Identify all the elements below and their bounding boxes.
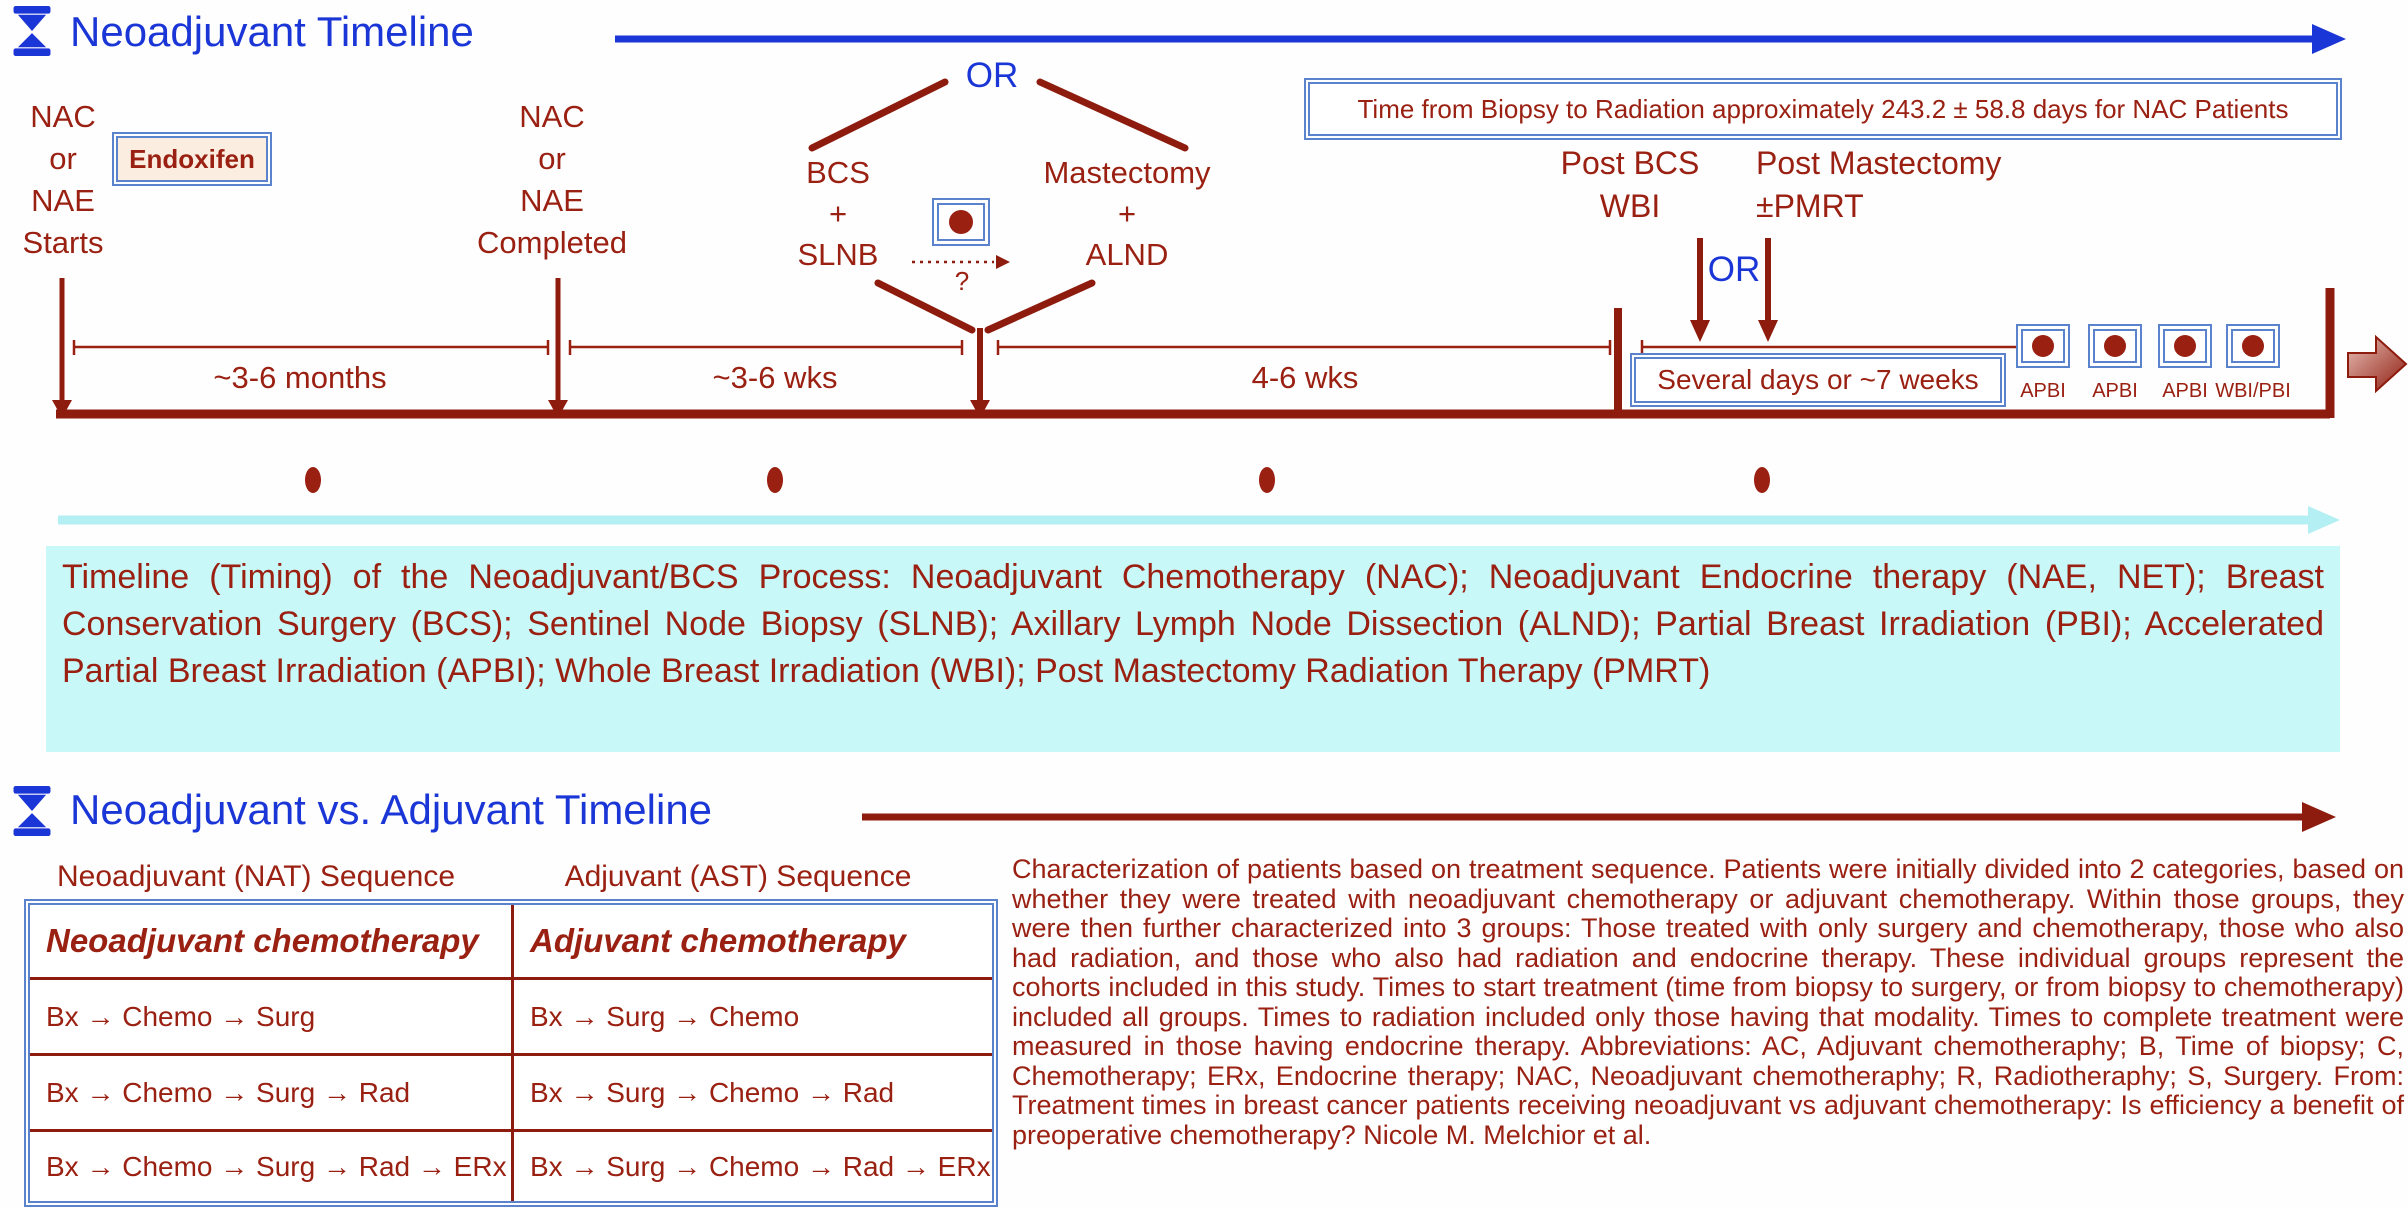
apbi-marker-1: APBI [2004,324,2082,403]
mastectomy-alnd-label: Mastectomy + ALND [1043,155,1211,272]
seed-icon [2158,324,2212,368]
table-cell: Bx → Surg → Chemo → Rad → ERx [514,1129,992,1201]
segment-3-duration: 4-6 wks [1251,360,1359,395]
section2-rule-arrow [862,802,2336,832]
continue-arrow-icon [2347,334,2408,394]
post-mastectomy-label: Post Mastectomy ±PMRT [1756,145,2002,224]
biopsy-to-radiation-box: Time from Biopsy to Radiation approximat… [1304,78,2342,140]
several-days-text: Several days or ~7 weeks [1657,364,1979,395]
seed-icon [2226,324,2280,368]
bcs-slnb-label: BCS + SLNB [797,155,879,272]
nat-sequence-header: Neoadjuvant (NAT) Sequence [57,860,455,893]
biopsy-to-radiation-text: Time from Biopsy to Radiation approximat… [1357,93,2289,124]
table-cell: Bx → Chemo → Surg → Rad [30,1053,514,1129]
or-surgery-label: OR [965,56,1019,95]
section1-title: Neoadjuvant Timeline [70,8,474,55]
apbi-label: APBI [2162,380,2208,402]
nac-starts-label: NAC or NAE Starts [22,99,104,260]
sequence-table: Neoadjuvant chemotherapy Adjuvant chemot… [24,899,998,1207]
wbi-pbi-marker: WBI/PBI [2214,324,2292,403]
apbi-marker-3: APBI [2146,324,2224,403]
milestone-dots [305,467,1770,493]
table-header-cell: Adjuvant chemotherapy [530,922,906,959]
seed-icon [2016,324,2070,368]
hourglass-icon [13,6,51,56]
segment-2-duration: ~3-6 wks [712,360,838,395]
apbi-label: APBI [2020,380,2066,402]
several-days-box: Several days or ~7 weeks [1630,353,2006,407]
ast-sequence-header: Adjuvant (AST) Sequence [564,860,912,893]
table-header-cell: Neoadjuvant chemotherapy [30,905,514,977]
question-label: ? [954,266,970,296]
table-cell: Bx → Surg → Chemo [514,977,992,1053]
apbi-marker-2: APBI [2076,324,2154,403]
table-cell: Bx → Surg → Chemo → Rad [514,1053,992,1129]
apbi-label: APBI [2092,380,2138,402]
seed-icon [2088,324,2142,368]
hourglass-icon [13,786,51,836]
section2-title: Neoadjuvant vs. Adjuvant Timeline [70,786,713,833]
segment-1-duration: ~3-6 months [213,360,387,395]
table-cell: Bx → Chemo → Surg → Rad → ERx [30,1129,514,1201]
timeline-graphics [52,24,2408,534]
or-radiation-label: OR [1707,250,1761,289]
nac-completed-label: NAC or NAE Completed [477,99,627,260]
figure1-caption: Timeline (Timing) of the Neoadjuvant/BCS… [46,546,2340,752]
post-bcs-label: Post BCS WBI [1560,145,1700,224]
radiation-seed-icon [932,198,990,246]
endoxifen-label: Endoxifen [129,143,255,174]
table-cell: Bx → Chemo → Surg [30,977,514,1053]
study-description: Characterization of patients based on tr… [1012,854,2404,1150]
wbi-pbi-label: WBI/PBI [2215,380,2291,402]
endoxifen-box: Endoxifen [112,132,272,186]
